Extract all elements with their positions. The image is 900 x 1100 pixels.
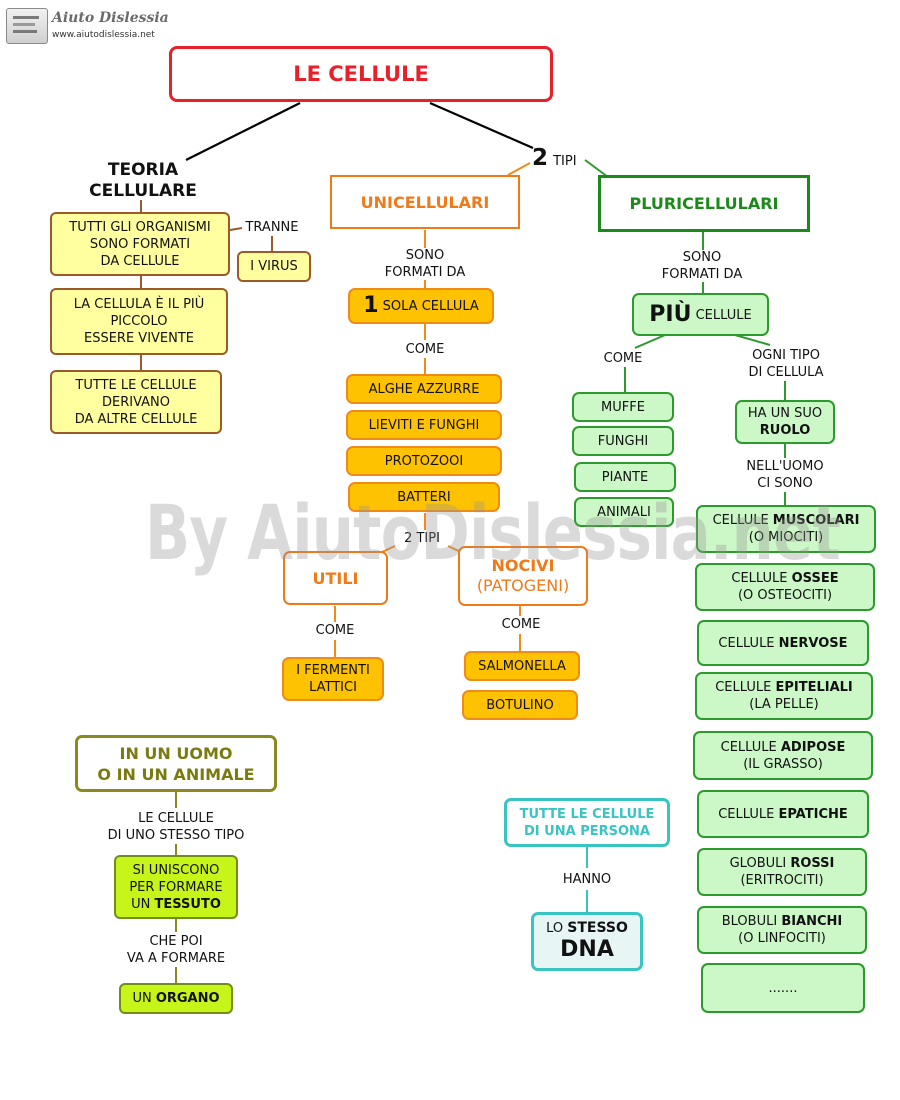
cell-type: CELLULE ADIPOSE(IL GRASSO) [693, 731, 873, 780]
unicellulari-box: UNICELLULARI [330, 175, 520, 229]
cell-type: CELLULE OSSEE(O OSTEOCITI) [695, 563, 875, 611]
pluricellulari-box: PLURICELLULARI [598, 175, 810, 232]
teoria-heading: TEORIA CELLULARE [89, 160, 197, 201]
uni-come: COME [405, 342, 445, 357]
title-box: LE CELLULE [169, 46, 553, 102]
piu-cellule-box: PIÙ CELLULE [632, 293, 769, 336]
cell-type: BLOBULI BIANCHI(O LINFOCITI) [697, 906, 867, 954]
utili-come: COME [315, 623, 355, 638]
cell-type: CELLULE NERVOSE [697, 620, 869, 666]
uni-example-lieviti: LIEVITI E FUNGHI [346, 410, 502, 440]
pluri-example-muffe: MUFFE [572, 392, 674, 422]
uni-example-alghe: ALGHE AZZURRE [346, 374, 502, 404]
brand-name: Aiuto Dislessia [52, 10, 169, 26]
hanno-label: HANNO [562, 872, 612, 887]
pluri-example-animali: ANIMALI [574, 497, 674, 527]
organo-box: UN ORGANO [119, 983, 233, 1014]
utili-box: UTILI [283, 551, 388, 605]
virus-box: I VIRUS [237, 251, 311, 282]
page-title: LE CELLULE [293, 62, 429, 86]
brand-logo: Aiuto Dislessia www.aiutodislessia.net [6, 8, 169, 48]
brand-url: www.aiutodislessia.net [52, 30, 155, 40]
logo-icon [6, 8, 48, 44]
cell-type: CELLULE EPATICHE [697, 790, 869, 838]
uni-example-protozooi: PROTOZOOI [346, 446, 502, 476]
cell-type: CELLULE EPITELIALI(LA PELLE) [695, 672, 873, 720]
pluri-example-funghi: FUNGHI [572, 426, 674, 456]
cell-type: GLOBULI ROSSI(ERITROCITI) [697, 848, 867, 896]
uomo-title-box: IN UN UOMO O IN UN ANIMALE [75, 735, 277, 792]
nocivi-box: NOCIVI (PATOGENI) [458, 546, 588, 606]
tipi-label: 2 TIPI [532, 145, 577, 171]
pluri-example-piante: PIANTE [574, 462, 676, 492]
pluri-come: COME [603, 351, 643, 366]
botulino-box: BOTULINO [462, 690, 578, 720]
dna-box: LO STESSO DNA [531, 912, 643, 971]
cell-type-more: ....... [701, 963, 865, 1013]
tranne-label: TRANNE [245, 220, 299, 235]
uni-tipi2: 2 TIPI [404, 531, 440, 546]
cell-type: CELLULE MUSCOLARI(O MIOCITI) [696, 505, 876, 553]
salmonella-box: SALMONELLA [464, 651, 580, 681]
uni-example-batteri: BATTERI [348, 482, 500, 512]
nocivi-come: COME [501, 617, 541, 632]
sola-cellula-box: 1 SOLA CELLULA [348, 288, 494, 324]
